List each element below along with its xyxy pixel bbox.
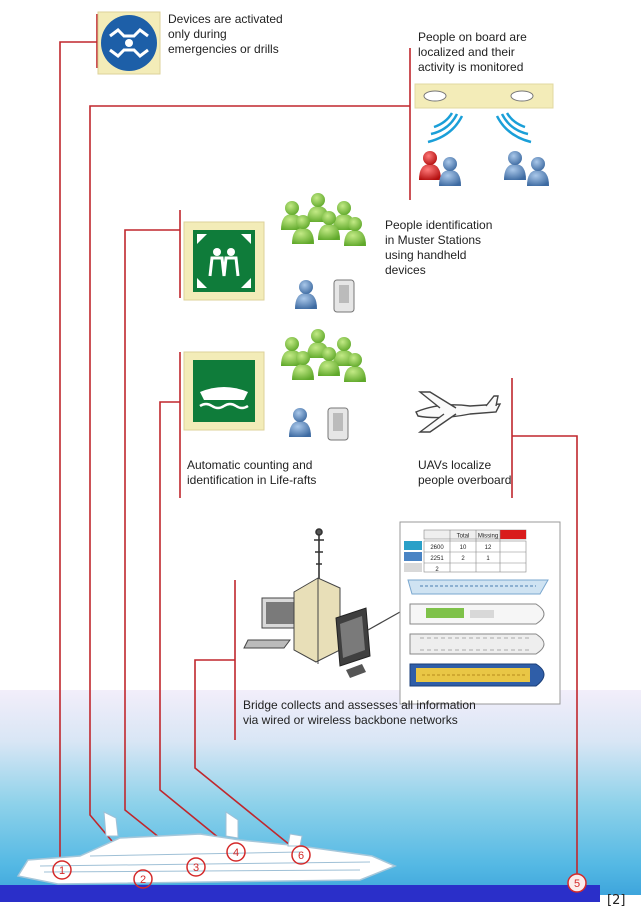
muster-station-sign-icon xyxy=(183,221,265,301)
emergency-device-sign-icon xyxy=(97,11,161,75)
step-marker-3: 3 xyxy=(186,857,206,877)
table-cell: 2 xyxy=(461,556,465,562)
deck-plan-grey xyxy=(409,633,545,655)
table-cell: 2 xyxy=(435,567,439,573)
step-marker-2: 2 xyxy=(133,869,153,889)
muster-crowd-icon xyxy=(281,193,366,246)
onboard-people-icon xyxy=(419,151,549,186)
marker-label: 3 xyxy=(193,862,199,874)
deck-plan-green xyxy=(409,603,545,625)
table-cell: 2600 xyxy=(430,545,444,551)
step-marker-5: 5 xyxy=(567,873,587,893)
caption-devices-activated: Devices are activated only during emerge… xyxy=(168,12,283,56)
bridge-display-panel: Total Missing 2600 10 12 2251 2 1 2 xyxy=(399,521,561,705)
step-marker-1: 1 xyxy=(52,860,72,880)
marker-label: 5 xyxy=(574,878,580,890)
table-header-total: Total xyxy=(457,534,470,540)
liferaft-reader-icon xyxy=(289,407,349,441)
uav-drone-icon xyxy=(415,391,502,433)
onboard-tags-icon xyxy=(414,83,554,109)
table-cell: 10 xyxy=(460,545,467,551)
computer-workstation-icon xyxy=(243,577,371,678)
marker-label: 4 xyxy=(233,847,239,859)
marker-label: 2 xyxy=(140,874,146,886)
step-marker-4: 4 xyxy=(226,842,246,862)
caption-muster-identification: People identification in Muster Stations… xyxy=(385,218,493,277)
status-table: Total Missing 2600 10 12 2251 2 1 2 xyxy=(404,529,527,573)
caption-bridge-collects: Bridge collects and assesses all informa… xyxy=(243,698,476,727)
deck-plan-yellow xyxy=(409,663,545,687)
reference-citation: [2] xyxy=(607,893,626,908)
wireless-signal-icon xyxy=(427,112,532,144)
table-cell: 12 xyxy=(485,545,492,551)
liferaft-crowd-icon xyxy=(281,329,366,382)
table-header-missing: Missing xyxy=(478,534,498,540)
life-raft-sign-icon xyxy=(183,351,265,431)
caption-people-localized: People on board are localized and their … xyxy=(418,30,527,74)
deep-water-band xyxy=(0,885,600,902)
deck-plan-side-view xyxy=(407,579,549,595)
marker-label: 6 xyxy=(298,850,304,862)
step-marker-6: 6 xyxy=(291,845,311,865)
table-cell: 2251 xyxy=(430,556,444,562)
marker-label: 1 xyxy=(59,865,65,877)
handheld-reader-icon xyxy=(295,279,355,313)
caption-liferaft-counting: Automatic counting and identification in… xyxy=(187,458,317,487)
caption-uav-localize: UAVs localize people overboard xyxy=(418,458,512,487)
table-cell: 1 xyxy=(486,556,490,562)
bridge-link-line xyxy=(367,611,401,631)
